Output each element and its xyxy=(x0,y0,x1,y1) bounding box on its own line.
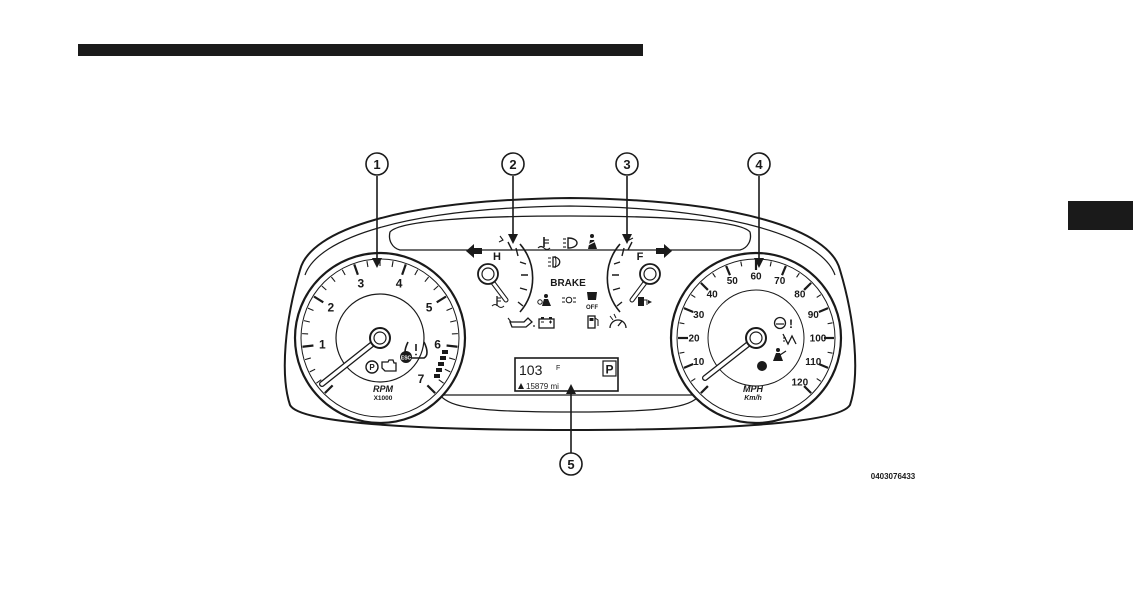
speed-tick-label: 10 xyxy=(693,357,705,368)
speed-tick-label: 80 xyxy=(794,290,806,301)
svg-text:!: ! xyxy=(789,317,793,331)
tach-hub xyxy=(370,328,390,348)
speed-tick-label: 100 xyxy=(810,334,827,345)
svg-text:ESC: ESC xyxy=(401,356,412,362)
tach-tick-label: 4 xyxy=(396,276,403,290)
speed-tick-label: 120 xyxy=(791,377,808,388)
figure-id: 0403076433 xyxy=(871,472,916,481)
speed-sub-unit-label: Km/h xyxy=(744,395,762,402)
speed-tick-label: 110 xyxy=(805,357,822,368)
display-gear: P xyxy=(605,363,613,377)
speed-hub xyxy=(746,328,766,348)
svg-text:P: P xyxy=(369,363,375,372)
display-temperature-unit: F xyxy=(556,365,560,372)
callout-4-label: 4 xyxy=(755,157,763,172)
speed-tick-label: 70 xyxy=(774,276,786,287)
display-temperature: 103 xyxy=(519,362,543,378)
tach-unit-label: RPM xyxy=(373,384,394,394)
tach-tick-label: 5 xyxy=(426,300,433,314)
fuel-full-label: F xyxy=(637,251,644,263)
callout-3-label: 3 xyxy=(623,157,630,172)
tach-tick xyxy=(302,346,313,347)
tach-tick-label: 3 xyxy=(358,276,365,290)
brake-warning-text: BRAKE xyxy=(550,278,586,289)
tach-tick-label: 7 xyxy=(418,372,425,386)
callout-2-label: 2 xyxy=(509,157,516,172)
tach-tick-label: 2 xyxy=(328,300,335,314)
traction-off-text: OFF xyxy=(586,305,598,311)
speed-tick-label: 30 xyxy=(693,310,705,321)
speed-tick-label: 20 xyxy=(688,334,700,345)
speed-tick-label: 90 xyxy=(808,310,820,321)
speed-unit-label: MPH xyxy=(743,384,764,394)
speed-tick-label: 40 xyxy=(707,290,719,301)
speed-indicator-dot xyxy=(757,361,767,371)
callout-1-label: 1 xyxy=(373,157,380,172)
esc-icon: ESC xyxy=(400,351,412,363)
callout-5-label: 5 xyxy=(567,457,574,472)
display-odometer: 15879 mi xyxy=(526,382,559,391)
tachometer: 1 2 3 4 5 6 7 RPM X1000 ESC P xyxy=(295,253,465,423)
center-display: 103 F P 15879 mi xyxy=(515,358,618,391)
temp-high-label: H xyxy=(493,251,501,263)
speed-tick-label: 60 xyxy=(750,272,762,283)
tach-multiplier-label: X1000 xyxy=(374,395,393,402)
tach-tick-label: 6 xyxy=(434,338,441,352)
speed-tick-label: 50 xyxy=(727,276,739,287)
tach-tick xyxy=(447,346,458,347)
tach-tick-label: 1 xyxy=(319,338,326,352)
